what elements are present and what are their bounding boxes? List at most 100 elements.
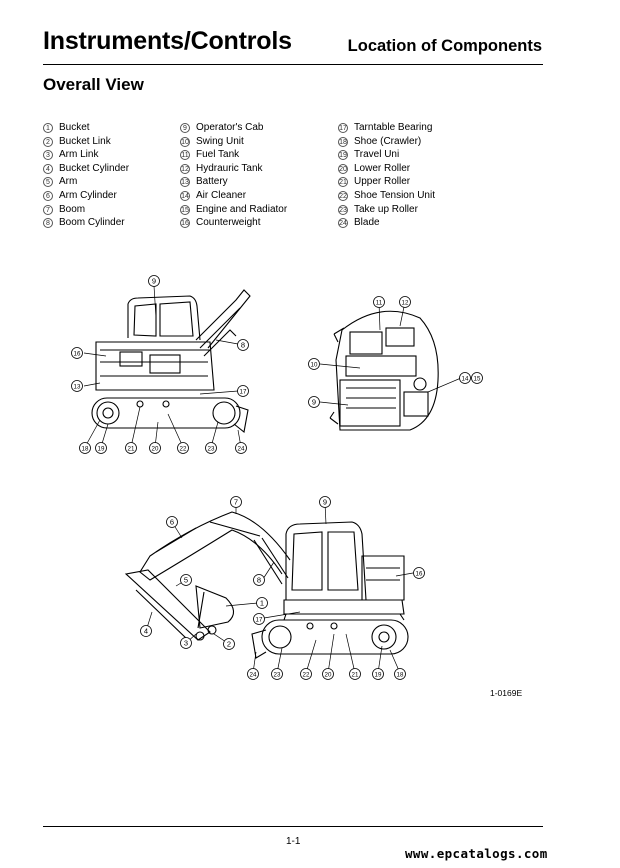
callout-number: 22	[180, 446, 187, 453]
callout-number: 5	[184, 576, 188, 585]
legend-label: Counterweight	[196, 217, 261, 229]
callout-number: 20	[325, 672, 332, 679]
callout-number: 2	[227, 640, 231, 649]
legend-number: 12	[180, 163, 190, 174]
callout-marker: 21	[349, 668, 361, 680]
callout-number: 19	[375, 672, 382, 679]
callout-marker: 7	[230, 496, 242, 508]
legend-label: Lower Roller	[354, 162, 411, 174]
callout-marker: 20	[149, 442, 161, 454]
callout-marker: 17	[253, 613, 265, 625]
callout-marker: 2	[223, 638, 235, 650]
callout-marker: 22	[300, 668, 312, 680]
callout-number: 1	[260, 599, 264, 608]
callout-number: 13	[74, 384, 81, 391]
callout-number: 24	[238, 446, 245, 453]
legend-number: 5	[43, 177, 53, 188]
callout-number: 23	[274, 672, 281, 679]
legend-number: 9	[180, 123, 190, 133]
page-title: Instruments/Controls	[43, 27, 292, 55]
callout-marker: 18	[394, 668, 406, 680]
section-title: Overall View	[43, 75, 144, 94]
callout-marker: 21	[125, 442, 137, 454]
callout-marker: 14	[459, 372, 471, 384]
legend-item: 18 Shoe (Crawler)	[338, 135, 435, 149]
legend-number: 17	[338, 123, 348, 133]
callout-marker: 22	[177, 442, 189, 454]
legend-label: Hydrauric Tank	[196, 162, 263, 174]
legend-number: 11	[180, 150, 190, 161]
callout-number: 14	[462, 376, 469, 383]
callout-number: 15	[474, 376, 481, 383]
callout-number: 11	[376, 300, 383, 307]
legend-number: 4	[43, 163, 53, 174]
legend-number: 8	[43, 218, 53, 229]
callout-marker: 11	[373, 296, 385, 308]
callout-marker: 12	[399, 296, 411, 308]
callout-number: 9	[323, 498, 327, 507]
callout-number: 8	[257, 576, 261, 585]
callout-marker: 8	[237, 339, 249, 351]
legend-number: 24	[338, 218, 348, 229]
callout-marker: 1	[256, 597, 268, 609]
callout-marker: 10	[308, 358, 320, 370]
legend-number: 18	[338, 136, 348, 147]
figure-code: 1-0169E	[490, 688, 523, 698]
callout-marker: 18	[79, 442, 91, 454]
legend-label: Blade	[354, 217, 380, 229]
callout-marker: 20	[322, 668, 334, 680]
legend-label: Shoe (Crawler)	[354, 135, 422, 147]
legend-label: Tarntable Bearing	[354, 122, 433, 133]
legend-number: 14	[180, 190, 190, 201]
callout-number: 21	[128, 446, 135, 453]
legend-item: 4 Bucket Cylinder	[43, 162, 129, 176]
callout-number: 12	[402, 300, 409, 307]
legend-number: 1	[43, 123, 53, 133]
page-subtitle: Location of Components	[347, 37, 542, 55]
excavator-rear-view	[91, 289, 251, 434]
callout-marker: 9	[308, 396, 320, 408]
callout-number: 18	[82, 446, 89, 453]
callout-marker: 13	[71, 380, 83, 392]
callout-number: 4	[144, 627, 148, 636]
footer-divider	[43, 826, 543, 827]
callout-number: 18	[397, 672, 404, 679]
legend-number: 15	[180, 204, 190, 215]
legend-number: 3	[43, 150, 53, 161]
callouts-top-right: 11 12 10 14 15 9	[308, 296, 483, 408]
watermark: www.epcatalogs.com	[405, 846, 548, 861]
callout-marker: 24	[235, 442, 247, 454]
legend-label: Boom	[59, 203, 86, 215]
callout-number: 16	[74, 351, 81, 358]
legend-item: 20 Lower Roller	[338, 162, 435, 176]
legend-label: Bucket Cylinder	[59, 162, 130, 174]
legend-label: Swing Unit	[196, 135, 244, 147]
callout-number: 3	[184, 639, 188, 648]
callout-marker: 9	[148, 275, 160, 287]
callout-marker: 19	[372, 668, 384, 680]
callout-marker: 15	[471, 372, 483, 384]
callout-marker: 8	[253, 574, 265, 586]
legend-label: Shoe Tension Unit	[354, 189, 435, 201]
callout-number: 20	[152, 446, 159, 453]
legend-label: Bucket Link	[59, 135, 111, 147]
legend-number: 20	[338, 163, 348, 174]
